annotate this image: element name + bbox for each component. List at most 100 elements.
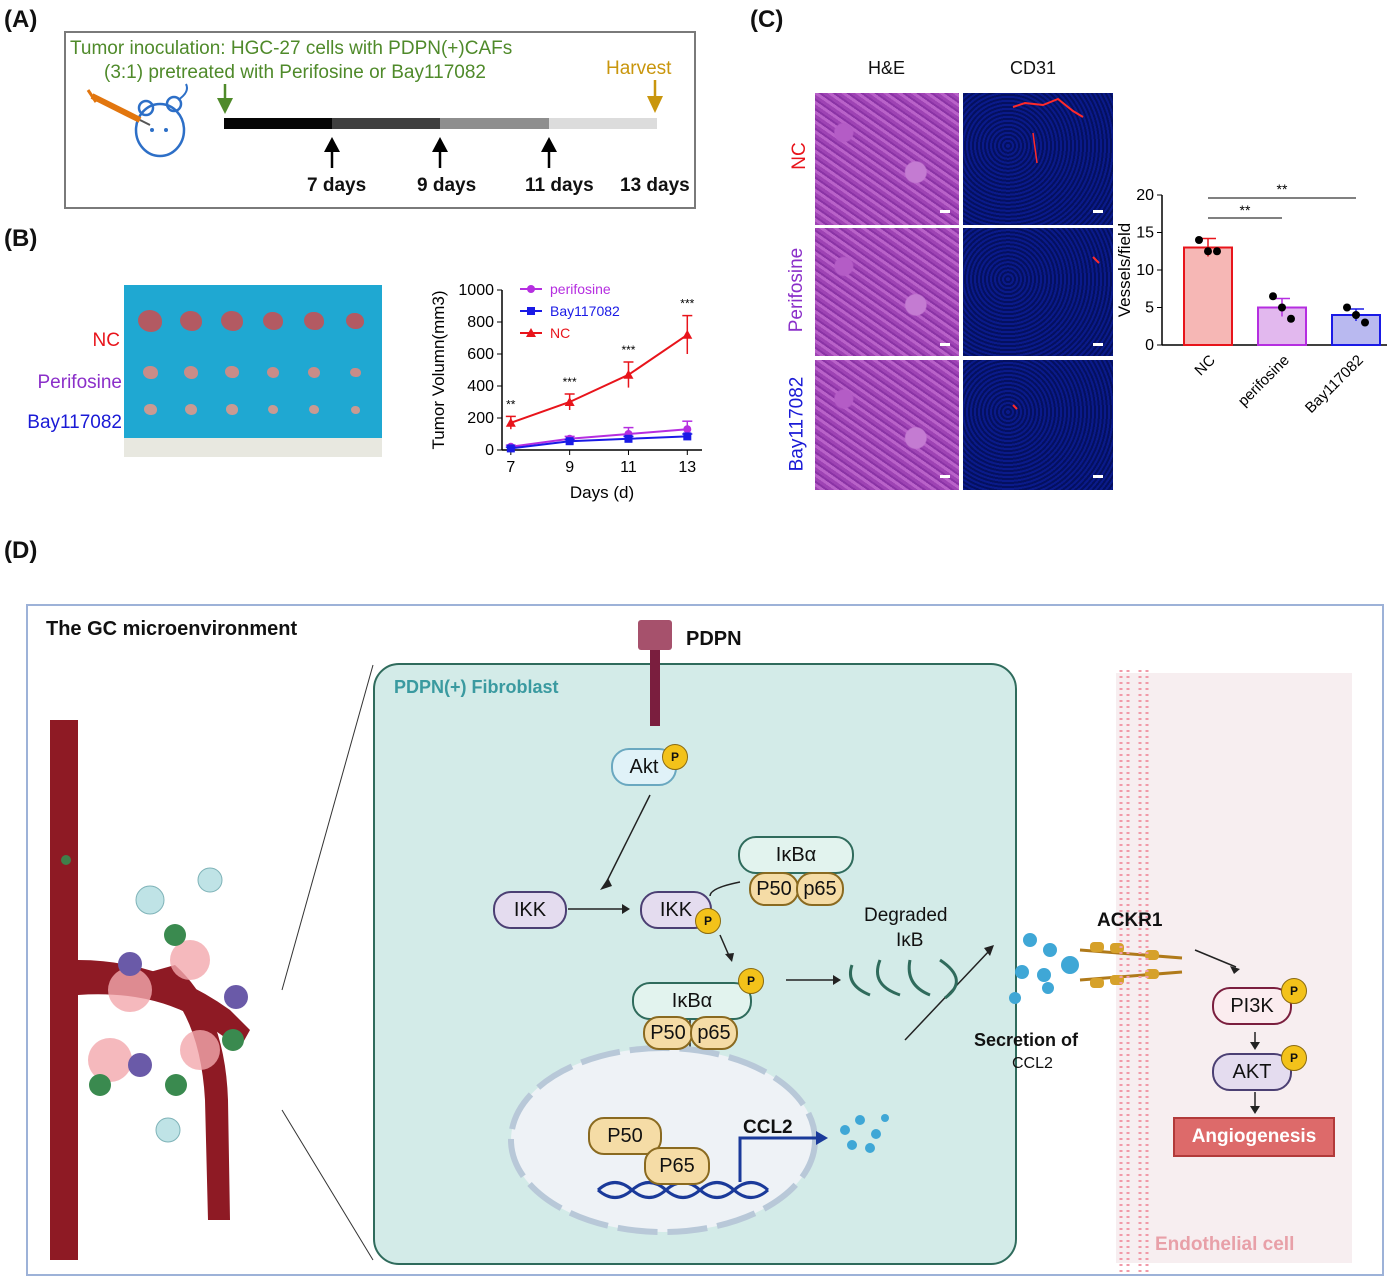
data-point (506, 444, 515, 453)
inoculation-text-line2: (3:1) pretreated with Perifosine or Bay1… (104, 62, 486, 83)
x-tick-label: NC (1191, 352, 1218, 379)
panel-label-c: (C) (750, 6, 784, 33)
data-point (1278, 303, 1286, 312)
timeline-segment-3 (440, 118, 549, 129)
harvest-label: Harvest (606, 58, 672, 79)
data-point (682, 329, 693, 339)
akt-endothelial-node: AKT (1212, 1053, 1292, 1091)
degraded-label-1: Degraded (864, 905, 948, 926)
ikba-phospho-icon: P (738, 968, 764, 994)
tumor-specimen (143, 403, 157, 416)
day-label-11: 11 days (525, 175, 594, 196)
ikba-complex-mid: IκBα (632, 982, 752, 1020)
legend-label: perifosine (550, 281, 611, 297)
cd31-image-nc (963, 93, 1113, 225)
panel-label-b: (B) (4, 225, 38, 252)
x-tick-label: 11 (620, 459, 637, 476)
data-point (1361, 318, 1369, 327)
panel-label-a: (A) (4, 6, 38, 33)
pdpn-label: PDPN (686, 628, 742, 650)
harvest-arrow-icon (647, 80, 663, 113)
data-point (1204, 247, 1212, 256)
endothelial-label: Endothelial cell (1155, 1234, 1295, 1255)
histology-row-label-perifosine: Perifosine (786, 247, 807, 333)
inoculation-text-line1: Tumor inoculation: HGC-27 cells with PDP… (70, 38, 513, 59)
mouse-icon (134, 83, 188, 158)
tumor-specimen (262, 311, 284, 331)
secretion-label-2: CCL2 (1012, 1055, 1053, 1072)
data-point (1213, 247, 1221, 256)
akt-phospho-icon: P (662, 744, 688, 770)
p50-top: P50 (749, 872, 799, 906)
fibroblast-label: PDPN(+) Fibroblast (394, 677, 559, 697)
p65-mid: p65 (690, 1016, 738, 1050)
tumor-specimen (346, 313, 364, 330)
start-arrow-icon (217, 84, 233, 114)
akt-endothelial-phospho-icon: P (1281, 1045, 1307, 1071)
tumor-specimen (349, 367, 361, 378)
y-tick-label: 0 (485, 442, 494, 459)
day9-arrow-icon (432, 137, 448, 168)
legend-label: Bay117082 (550, 303, 620, 319)
data-point (624, 434, 633, 443)
cd31-vessel-marks (1012, 97, 1103, 478)
tumor-row-label-bay117082: Bay117082 (27, 412, 122, 433)
significance-label: *** (680, 297, 694, 311)
pi3k-phospho-icon: P (1281, 978, 1307, 1004)
tumor-specimen (304, 312, 324, 330)
x-tick-label: perifosine (1235, 352, 1293, 410)
ikk-phospho-icon: P (695, 908, 721, 934)
day-label-7: 7 days (307, 175, 367, 196)
series-line (510, 428, 688, 448)
tumor-photo (124, 285, 382, 457)
timeline-segment-4 (549, 118, 657, 129)
cd31-image-bay117082 (963, 360, 1113, 490)
x-tick-label: 7 (506, 459, 515, 476)
significance-label: ** (506, 397, 516, 411)
histology-row-label-bay117082: Bay117082 (786, 376, 808, 472)
panel-label-d: (D) (4, 537, 38, 564)
x-tick-label: 9 (565, 459, 574, 476)
day-label-9: 9 days (417, 175, 477, 196)
pi3k-node: PI3K (1212, 987, 1292, 1025)
data-point (1287, 314, 1295, 323)
legend-marker (527, 307, 535, 315)
data-point (1269, 292, 1277, 301)
tumor-specimen (309, 405, 319, 414)
syringe-icon (86, 89, 151, 126)
tumor-specimen (226, 404, 238, 415)
p50-nucleus: P50 (588, 1117, 662, 1155)
legend-marker (527, 285, 535, 293)
angiogenesis-box: Angiogenesis (1173, 1117, 1335, 1157)
legend-label: NC (550, 325, 570, 341)
data-point (505, 417, 516, 427)
p65-top: p65 (796, 872, 844, 906)
he-image-bay117082 (815, 360, 959, 490)
significance-label: ** (1240, 202, 1251, 218)
y-tick-label: 20 (1136, 187, 1154, 204)
timeline-segment-2 (332, 118, 440, 129)
significance-label: ** (1277, 181, 1288, 197)
significance-label: *** (563, 375, 577, 389)
tumor-specimen (183, 365, 199, 379)
he-image-nc (815, 93, 959, 225)
tumor-specimen (142, 365, 158, 379)
tumor-specimen (350, 405, 360, 414)
schematic-graphics (50, 620, 1260, 1275)
timeline-segment-1 (224, 118, 332, 129)
timeline-graphic (86, 80, 663, 168)
p50-mid: P50 (643, 1016, 693, 1050)
y-tick-label: 600 (467, 346, 494, 363)
y-tick-label: 800 (467, 314, 494, 331)
ikba-complex-top: IκBα (738, 836, 854, 874)
tumor-specimen (179, 310, 203, 332)
tumor-specimen (184, 403, 198, 415)
ccl2-gene-label: CCL2 (743, 1117, 793, 1138)
ikk-node-left: IKK (493, 891, 567, 929)
degraded-label-2: IκB (896, 930, 924, 951)
blood-vessel-icon (50, 720, 250, 1260)
tumor-specimen (138, 310, 162, 332)
day11-arrow-icon (541, 137, 557, 168)
